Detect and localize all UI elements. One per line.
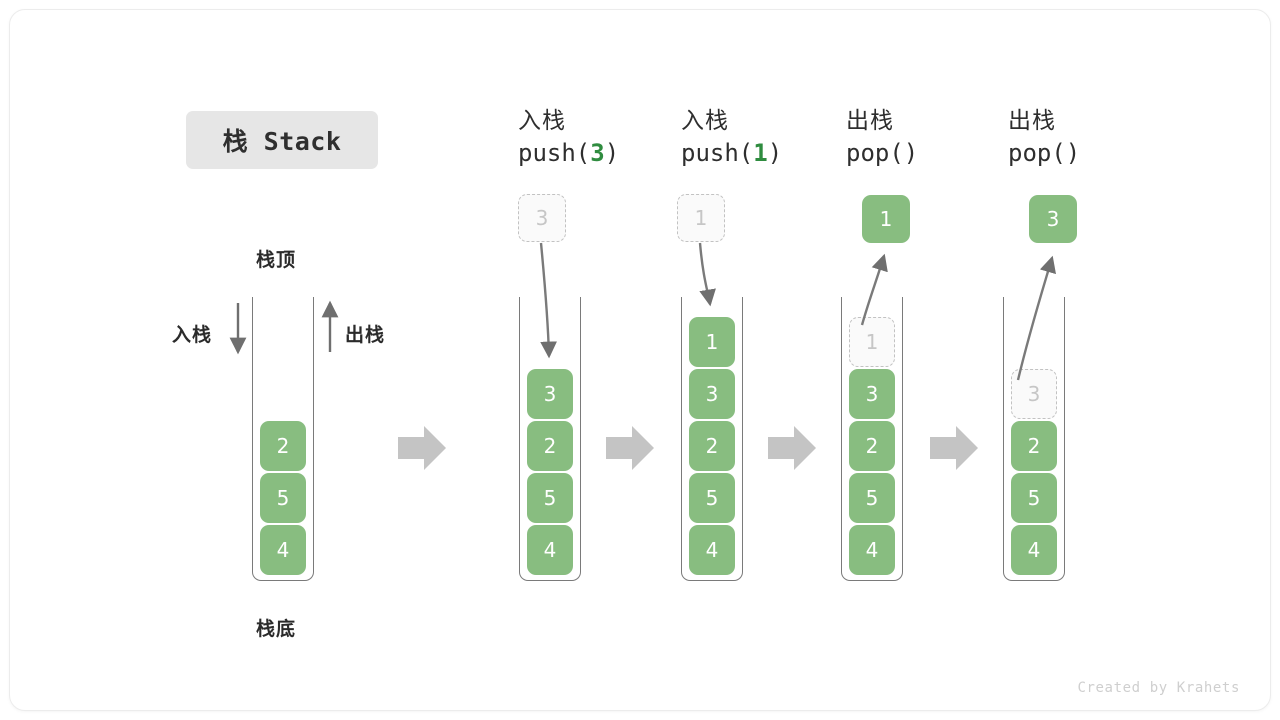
column-header-cn-push-1: 入栈 [681,108,729,134]
column-header-push-3: 入栈 push(3) [518,106,688,170]
stack-cells-initial: 2 5 4 [253,421,313,577]
stack-cell: 5 [527,473,573,523]
stack-cell: 4 [689,525,735,575]
stack-column-push-1: 1 3 2 5 4 [681,297,743,581]
stack-cell: 4 [849,525,895,575]
op-post: ) [767,139,783,167]
stack-cell-removed: 1 [849,317,895,367]
stack-cell: 3 [527,369,573,419]
column-header-push-1: 入栈 push(1) [681,106,851,170]
column-header-op-push-3: push(3) [518,136,688,170]
stack-column-pop-1: 1 3 2 5 4 [841,297,903,581]
stack-cell: 5 [849,473,895,523]
stack-cell: 4 [527,525,573,575]
stack-cells-push-1: 1 3 2 5 4 [682,317,742,577]
stack-cell: 3 [849,369,895,419]
column-header-cn-push-3: 入栈 [518,108,566,134]
stack-cell: 2 [260,421,306,471]
stack-column-initial: 2 5 4 [252,297,314,581]
op-pre: push( [518,139,591,167]
stack-top-label: 栈顶 [256,249,297,271]
popped-element-1: 1 [862,195,910,243]
stack-cell: 4 [260,525,306,575]
incoming-element-1: 1 [677,194,725,242]
column-header-op-push-1: push(1) [681,136,851,170]
op-pre: push( [681,139,754,167]
stack-bottom-label: 栈底 [256,618,297,640]
diagram-title: 栈 Stack [186,111,378,169]
op-arg: 3 [590,139,605,167]
op-pre: pop() [1008,139,1081,167]
stack-cell: 2 [849,421,895,471]
stack-cells-pop-1: 1 3 2 5 4 [842,317,902,577]
column-header-cn-pop-2: 出栈 [1008,108,1056,134]
stack-cell: 5 [260,473,306,523]
stack-column-pop-2: 3 2 5 4 [1003,297,1065,581]
column-header-pop-1: 出栈 pop() [846,106,1016,170]
pop-label: 出栈 [345,324,386,346]
stack-cell: 2 [1011,421,1057,471]
op-pre: pop() [846,139,919,167]
stack-cell: 5 [689,473,735,523]
column-header-pop-2: 出栈 pop() [1008,106,1178,170]
incoming-element-3: 3 [518,194,566,242]
stack-cell: 4 [1011,525,1057,575]
column-header-op-pop-2: pop() [1008,136,1178,170]
column-header-cn-pop-1: 出栈 [846,108,894,134]
stack-cells-push-3: 3 2 5 4 [520,369,580,577]
stack-cell: 5 [1011,473,1057,523]
op-arg: 1 [753,139,768,167]
stack-cell: 3 [689,369,735,419]
stack-cells-pop-2: 3 2 5 4 [1004,369,1064,577]
push-label: 入栈 [172,324,213,346]
footer-credit: Created by Krahets [1077,680,1240,696]
stack-column-push-3: 3 2 5 4 [519,297,581,581]
column-header-op-pop-1: pop() [846,136,1016,170]
op-post: ) [604,139,620,167]
stack-cell-removed: 3 [1011,369,1057,419]
popped-element-3: 3 [1029,195,1077,243]
stack-cell: 2 [689,421,735,471]
stack-cell: 1 [689,317,735,367]
stack-cell: 2 [527,421,573,471]
